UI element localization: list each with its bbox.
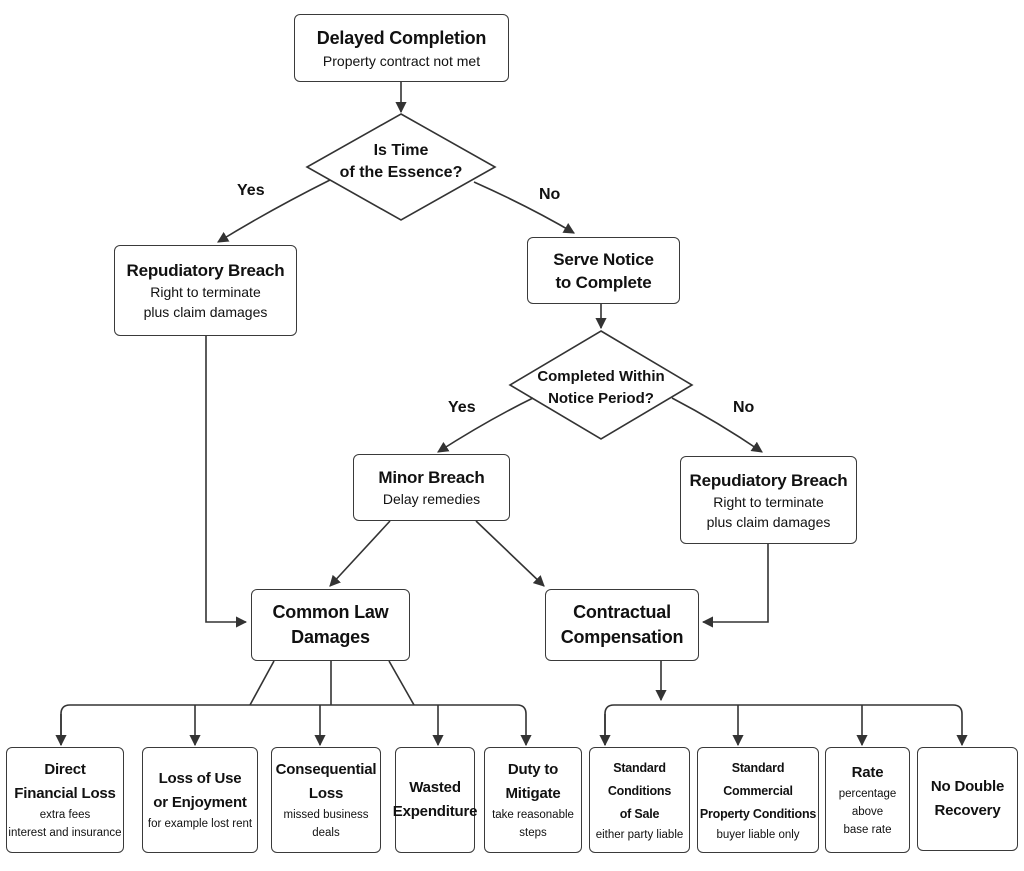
minor-breach-subtitle: Delay remedies	[382, 491, 481, 507]
leaf-consequential-loss: Consequential Loss missed business deals	[271, 747, 381, 853]
arrow-minor-to-common-law	[329, 520, 391, 587]
decision-notice-text: Completed Within Notice Period?	[537, 368, 665, 407]
delayed-completion-title: Delayed Completion	[316, 27, 487, 48]
leaf-wasted-expenditure-title: Wasted Expenditure	[392, 779, 478, 820]
arrow-essence-no	[473, 181, 575, 234]
leaf-direct-financial-loss-subtitle: extra fees interest and insurance	[8, 809, 122, 839]
leaf-standard-commercial-property-subtitle: buyer liable only	[716, 828, 800, 841]
contractual-compensation-title: Contractual Compensation	[560, 602, 684, 647]
leaf-rate: Rate percentage above base rate	[825, 747, 910, 853]
edge-label-notice-no: No	[733, 399, 755, 416]
connector-common-law-right	[388, 660, 415, 706]
arrow-essence-yes	[217, 179, 331, 243]
repudiatory-breach-right-title: Repudiatory Breach	[689, 470, 848, 490]
delayed-completion-subtitle: Property contract not met	[322, 52, 481, 69]
common-law-damages-title: Common Law Damages	[272, 602, 389, 647]
branch-bar-common-law	[60, 704, 532, 747]
connector-common-law-left	[249, 660, 275, 706]
delayed-completion-box: Delayed Completion Property contract not…	[294, 14, 509, 82]
leaf-duty-to-mitigate: Duty to Mitigate take reasonable steps	[484, 747, 582, 853]
repudiatory-breach-left-box: Repudiatory Breach Right to terminate pl…	[114, 245, 297, 336]
leaf-standard-conditions-of-sale-subtitle: either party liable	[595, 828, 684, 841]
arrow-notice-yes	[437, 397, 534, 453]
leaf-direct-financial-loss-title: Direct Financial Loss	[14, 761, 116, 802]
contractual-compensation-box: Contractual Compensation	[545, 589, 699, 661]
edge-label-notice-yes: Yes	[448, 399, 476, 416]
decision-notice-diamond	[508, 330, 694, 440]
arrow-notice-no	[671, 397, 763, 453]
leaf-loss-of-use-title: Loss of Use or Enjoyment	[153, 770, 247, 811]
decision-essence-text: Is Time of the Essence?	[339, 142, 463, 181]
leaf-wasted-expenditure: Wasted Expenditure	[392, 747, 478, 853]
leaf-no-double-recovery: No Double Recovery	[917, 747, 1018, 851]
decision-essence-diamond	[305, 113, 497, 221]
leaf-standard-conditions-of-sale-title: Standard Conditions of Sale	[607, 760, 672, 821]
leaf-consequential-loss-title: Consequential Loss	[275, 761, 377, 802]
branch-bar-contractual	[604, 704, 968, 747]
leaf-standard-conditions-of-sale: Standard Conditions of Sale either party…	[589, 747, 690, 853]
arrow-repudiatory-right-to-contractual	[701, 544, 769, 628]
leaf-no-double-recovery-title: No Double Recovery	[930, 778, 1005, 819]
leaf-duty-to-mitigate-subtitle: take reasonable steps	[492, 809, 574, 839]
arrow-repudiatory-left-to-common-law	[205, 336, 248, 628]
leaf-loss-of-use-subtitle: for example lost rent	[147, 818, 253, 830]
minor-breach-box: Minor Breach Delay remedies	[353, 454, 510, 521]
repudiatory-breach-left-title: Repudiatory Breach	[126, 261, 285, 280]
leaf-direct-financial-loss: Direct Financial Loss extra fees interes…	[6, 747, 124, 853]
leaf-rate-title: Rate	[851, 764, 884, 781]
common-law-damages-box: Common Law Damages	[251, 589, 410, 661]
serve-notice-box: Serve Notice to Complete	[527, 237, 680, 304]
serve-notice-title: Serve Notice to Complete	[553, 249, 654, 292]
leaf-rate-subtitle: percentage above base rate	[838, 788, 897, 836]
repudiatory-breach-right-box: Repudiatory Breach Right to terminate pl…	[680, 456, 857, 544]
leaf-consequential-loss-subtitle: missed business deals	[283, 809, 369, 839]
repudiatory-breach-left-subtitle: Right to terminate plus claim damages	[143, 284, 268, 320]
edge-label-essence-yes: Yes	[237, 182, 265, 199]
leaf-standard-commercial-property-title: Standard Commercial Property Conditions	[699, 760, 817, 821]
repudiatory-breach-right-subtitle: Right to terminate plus claim damages	[706, 493, 831, 530]
leaf-loss-of-use: Loss of Use or Enjoyment for example los…	[142, 747, 258, 853]
edge-label-essence-no: No	[539, 186, 561, 203]
arrow-minor-to-contractual	[475, 520, 545, 587]
minor-breach-title: Minor Breach	[378, 468, 485, 487]
leaf-standard-commercial-property: Standard Commercial Property Conditions …	[697, 747, 819, 853]
leaf-duty-to-mitigate-title: Duty to Mitigate	[505, 761, 561, 802]
